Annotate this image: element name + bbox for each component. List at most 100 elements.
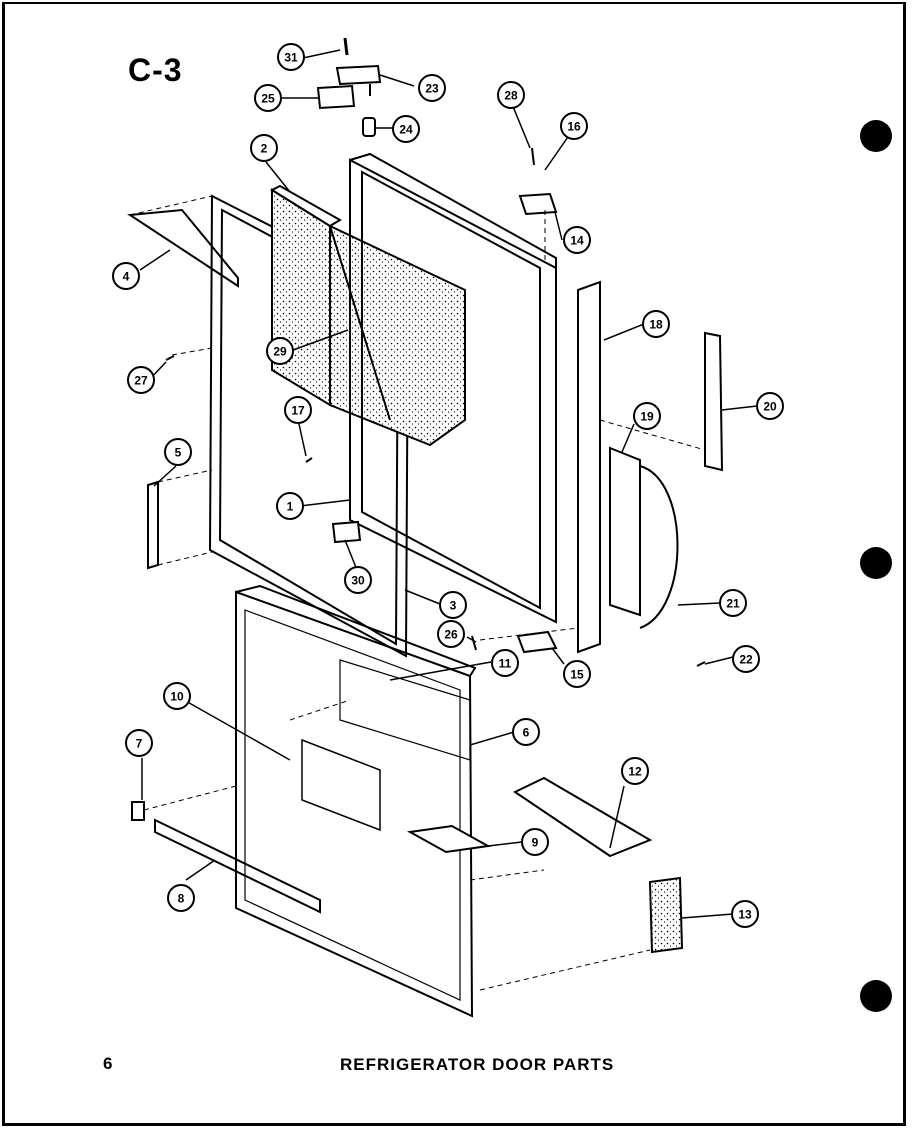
callout-20: 20 <box>756 392 784 420</box>
callout-30: 30 <box>344 566 372 594</box>
callout-15: 15 <box>563 660 591 688</box>
callout-number: 27 <box>134 374 148 388</box>
callout-number: 10 <box>170 690 184 704</box>
callout-circle <box>512 718 540 746</box>
callout-28a: 28 <box>497 81 525 109</box>
callout-circle <box>621 757 649 785</box>
callout-circle <box>731 900 759 928</box>
bottom-trim-strip <box>154 818 321 914</box>
callout-29: 29 <box>266 337 294 365</box>
callout-4: 4 <box>112 262 140 290</box>
bottom-panel-12 <box>512 776 653 858</box>
callout-number: 2 <box>261 142 268 156</box>
callout-circle <box>560 112 588 140</box>
door-handle-trim <box>704 331 724 472</box>
callout-24: 24 <box>392 115 420 143</box>
callout-number: 17 <box>291 404 305 418</box>
callout-circle <box>125 729 153 757</box>
callout-21: 21 <box>719 589 747 617</box>
diagram-code: C-3 <box>128 52 183 88</box>
callout-17: 17 <box>284 396 312 424</box>
callout-number: 21 <box>726 597 740 611</box>
callout-number: 24 <box>399 123 413 137</box>
binder-hole-middle <box>860 547 892 579</box>
callout-number: 7 <box>136 737 143 751</box>
callout-circle <box>112 262 140 290</box>
callout-circle <box>756 392 784 420</box>
callout-7: 7 <box>125 729 153 757</box>
clip-7 <box>131 801 145 821</box>
callout-circle <box>491 649 519 677</box>
callout-circle <box>497 81 525 109</box>
callout-number: 15 <box>570 668 584 682</box>
freezer-door-panel <box>235 584 477 1018</box>
callout-19: 19 <box>633 402 661 430</box>
callout-circle <box>284 396 312 424</box>
callout-number: 30 <box>351 574 365 588</box>
callout-circle <box>266 337 294 365</box>
callout-number: 26 <box>444 628 458 642</box>
top-trim-strip <box>127 208 239 288</box>
insulation-block-13 <box>648 876 684 954</box>
callout-11: 11 <box>491 649 519 677</box>
callout-number: 4 <box>123 270 130 284</box>
callout-number: 6 <box>523 726 530 740</box>
callout-10: 10 <box>163 682 191 710</box>
callout-14: 14 <box>563 226 591 254</box>
callout-number: 18 <box>649 318 663 332</box>
callout-circle <box>127 366 155 394</box>
callout-circle <box>439 591 467 619</box>
callout-circle <box>250 134 278 162</box>
callout-1: 1 <box>276 492 304 520</box>
callout-number: 13 <box>738 908 752 922</box>
callout-2: 2 <box>250 134 278 162</box>
callout-number: 31 <box>284 51 298 65</box>
callout-number: 16 <box>567 120 581 134</box>
callout-circle <box>392 115 420 143</box>
callout-13: 13 <box>731 900 759 928</box>
callout-5: 5 <box>164 438 192 466</box>
callout-number: 22 <box>739 653 753 667</box>
callout-circle <box>344 566 372 594</box>
callout-18: 18 <box>642 310 670 338</box>
callout-number: 5 <box>175 446 182 460</box>
callout-8: 8 <box>167 884 195 912</box>
page-title: REFRIGERATOR DOOR PARTS <box>340 1055 615 1074</box>
callout-number: 12 <box>628 765 642 779</box>
door-stop-30 <box>331 520 362 544</box>
handle-channel <box>577 280 601 654</box>
door-handle <box>609 446 641 617</box>
callout-number: 23 <box>425 82 439 96</box>
hinge-assembly-top <box>316 37 382 137</box>
callout-6: 6 <box>512 718 540 746</box>
callout-circle <box>437 620 465 648</box>
callout-23: 23 <box>418 74 446 102</box>
callout-circle <box>633 402 661 430</box>
callout-circle <box>254 84 282 112</box>
callout-3: 3 <box>439 591 467 619</box>
door-liner-insulation <box>269 184 466 447</box>
callout-22: 22 <box>732 645 760 673</box>
callout-circle <box>418 74 446 102</box>
callout-circle <box>563 226 591 254</box>
callout-number: 20 <box>763 400 777 414</box>
hinge-bracket-14 <box>518 192 558 216</box>
callout-circle <box>164 438 192 466</box>
page-number: 6 <box>103 1054 113 1073</box>
outer-door-panel <box>349 152 557 624</box>
callout-number: 25 <box>261 92 275 106</box>
callout-number: 29 <box>273 345 287 359</box>
callout-26: 26 <box>437 620 465 648</box>
callout-16: 16 <box>560 112 588 140</box>
callout-31: 31 <box>277 43 305 71</box>
callout-number: 8 <box>178 892 185 906</box>
callout-number: 14 <box>570 234 584 248</box>
callout-circle <box>521 828 549 856</box>
callout-number: 9 <box>532 836 539 850</box>
callout-number: 3 <box>450 599 457 613</box>
callout-circle <box>163 682 191 710</box>
